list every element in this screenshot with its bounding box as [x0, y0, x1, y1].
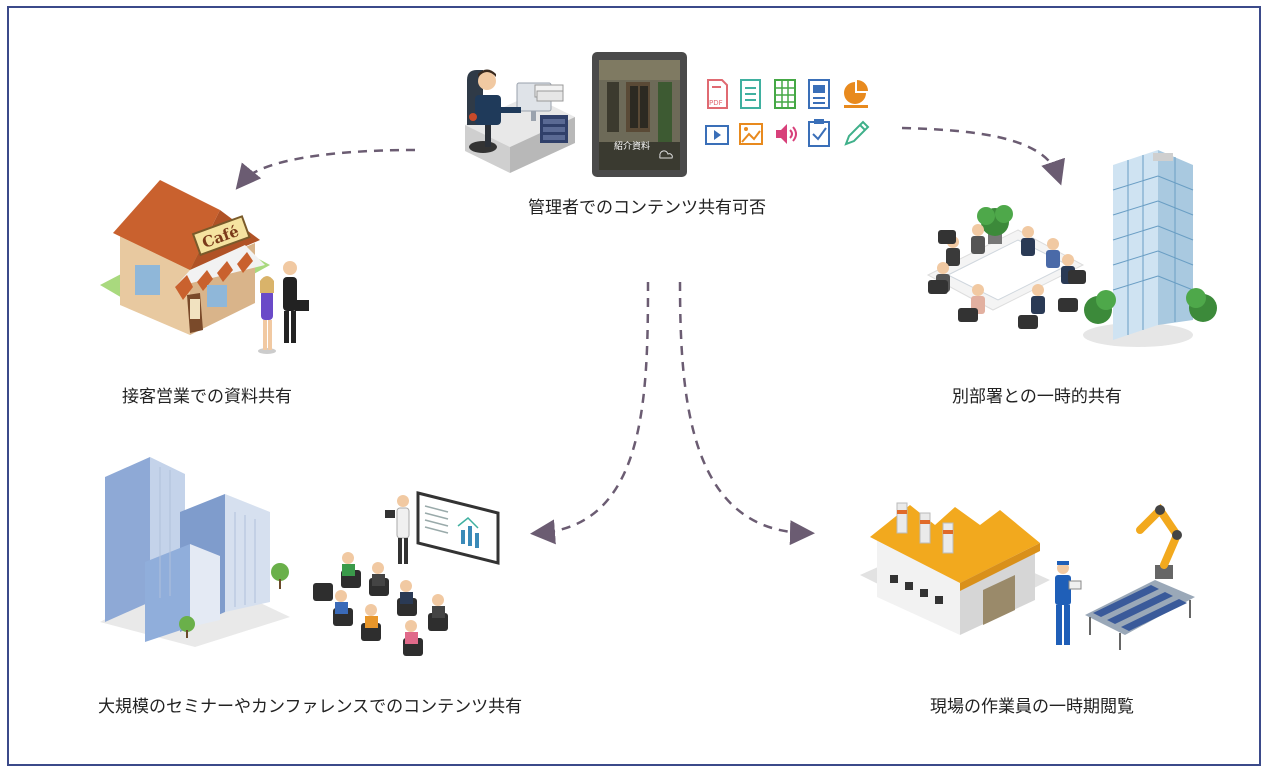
office-tower	[1083, 150, 1217, 347]
pdf-icon-tag: PDF	[709, 99, 723, 107]
arrow-to-cafe	[235, 148, 416, 190]
robot-arm	[1136, 503, 1182, 579]
audio-icon	[776, 124, 797, 144]
factory-label: 現場の作業員の一時期閲覧	[930, 697, 1134, 717]
seminar-label: 大規模のセミナーやカンファレンスでのコンテンツ共有	[98, 697, 523, 717]
arrow-to-office	[901, 126, 1065, 186]
checklist-icon	[808, 119, 830, 147]
spreadsheet-icon	[774, 79, 796, 109]
video-icon	[705, 125, 729, 145]
audience-heads	[335, 552, 445, 644]
assembly-line	[1085, 580, 1195, 650]
handshake-people	[258, 261, 309, 354]
seminar-illustration	[313, 491, 500, 656]
meeting-office-illustration	[926, 150, 1217, 347]
flow-arrows	[235, 126, 1065, 546]
arrow-to-factory	[678, 281, 815, 546]
arrow-to-seminar	[530, 281, 650, 545]
presentation-icon	[808, 79, 830, 109]
admin-desk-illustration	[465, 69, 575, 173]
presenter	[385, 495, 410, 564]
pdf-icon: PDF	[707, 79, 728, 109]
edit-icon	[844, 120, 870, 146]
cafe-illustration: Café	[100, 180, 309, 354]
pie-chart-icon	[844, 80, 868, 108]
office-chairs	[928, 230, 1086, 329]
document-icon	[740, 79, 761, 109]
city-buildings-illustration	[100, 457, 290, 647]
file-icon-grid: PDF	[705, 79, 870, 147]
awning	[175, 245, 265, 300]
tablet-caption: 紹介資料	[614, 140, 650, 152]
cafe-label: 接客営業での資料共有	[122, 387, 292, 407]
factory-illustration	[860, 502, 1195, 650]
worker	[1055, 561, 1082, 645]
image-icon	[739, 123, 763, 145]
tablet-illustration: 紹介資料	[592, 52, 687, 177]
office-label: 別部署との一時的共有	[952, 387, 1122, 407]
center-label: 管理者でのコンテンツ共有可否	[528, 198, 766, 218]
plant	[977, 205, 1013, 244]
